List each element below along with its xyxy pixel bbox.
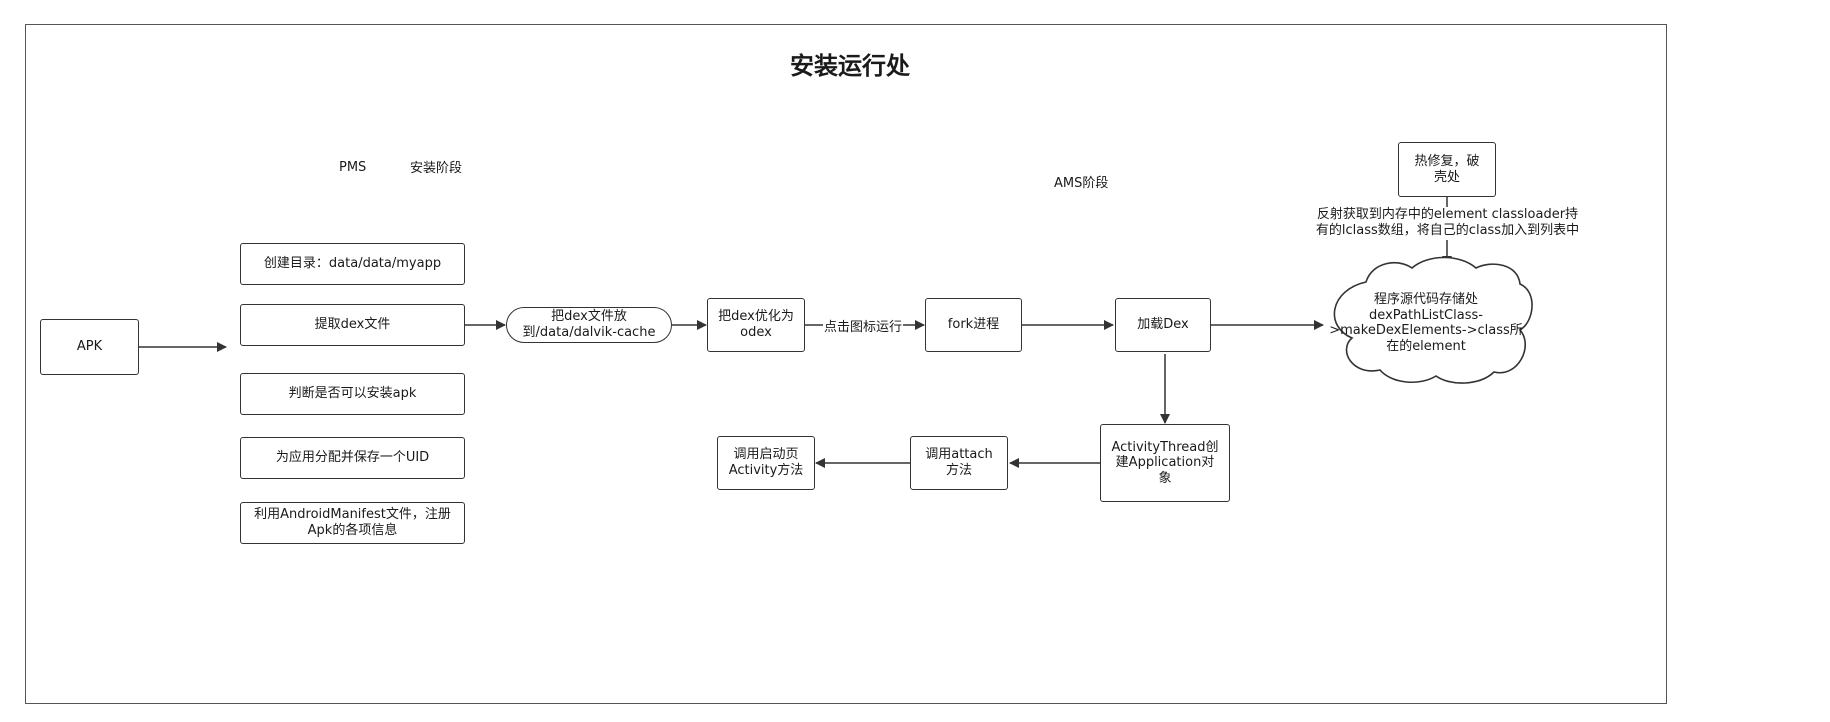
ams-stage-label: AMS阶段 bbox=[1054, 176, 1109, 191]
activity-thread-step-label: ActivityThread创 建Application对 象 bbox=[1111, 439, 1219, 486]
diagram-title: 安装运行处 bbox=[790, 52, 910, 80]
check-install-step-label: 判断是否可以安装apk bbox=[288, 386, 417, 402]
call-attach-step-label: 调用attach 方法 bbox=[925, 447, 993, 478]
manifest-register-step-label: 利用AndroidManifest文件，注册 Apk的各项信息 bbox=[254, 507, 451, 538]
load-dex-step: 加载Dex bbox=[1115, 298, 1211, 352]
check-install-step: 判断是否可以安装apk bbox=[240, 373, 465, 415]
extract-dex-step-label: 提取dex文件 bbox=[314, 317, 391, 333]
put-dex-step-label: 把dex文件放 到/data/dalvik-cache bbox=[522, 309, 656, 340]
hotfix-node-label: 热修复，破 壳处 bbox=[1414, 153, 1480, 185]
start-activity-step-label: 调用启动页 Activity方法 bbox=[728, 447, 804, 478]
mkdir-step-label: 创建目录：data/data/myapp bbox=[263, 256, 442, 272]
assign-uid-step-label: 为应用分配并保存一个UID bbox=[275, 450, 430, 466]
optimize-odex-step-label: 把dex优化为 odex bbox=[718, 309, 794, 340]
call-attach-step: 调用attach 方法 bbox=[910, 436, 1008, 490]
hotfix-node: 热修复，破 壳处 bbox=[1398, 142, 1496, 197]
activity-thread-step: ActivityThread创 建Application对 象 bbox=[1100, 424, 1230, 502]
apk-node: APK bbox=[40, 319, 139, 375]
program-storage-cloud bbox=[1333, 256, 1533, 384]
click-icon-run-label: 点击图标运行 bbox=[823, 316, 904, 335]
optimize-odex-step: 把dex优化为 odex bbox=[707, 298, 805, 352]
program-storage-cloud-label: 程序源代码存储处 dexPathListClass- >makeDexEleme… bbox=[1329, 292, 1523, 354]
pms-label: PMS bbox=[339, 160, 367, 175]
put-dex-step: 把dex文件放 到/data/dalvik-cache bbox=[506, 307, 672, 343]
diagram-frame bbox=[25, 24, 1667, 704]
manifest-register-step: 利用AndroidManifest文件，注册 Apk的各项信息 bbox=[240, 502, 465, 544]
reflect-note: 反射获取到内存中的element classloader持 有的lclass数组… bbox=[1310, 207, 1585, 240]
fork-process-step-label: fork进程 bbox=[947, 317, 1000, 333]
load-dex-step-label: 加载Dex bbox=[1137, 317, 1189, 333]
assign-uid-step: 为应用分配并保存一个UID bbox=[240, 437, 465, 479]
mkdir-step: 创建目录：data/data/myapp bbox=[240, 243, 465, 285]
start-activity-step: 调用启动页 Activity方法 bbox=[717, 436, 815, 490]
fork-process-step: fork进程 bbox=[925, 298, 1022, 352]
extract-dex-step: 提取dex文件 bbox=[240, 304, 465, 346]
apk-node-label: APK bbox=[76, 339, 103, 355]
install-stage-label: 安装阶段 bbox=[410, 161, 463, 176]
